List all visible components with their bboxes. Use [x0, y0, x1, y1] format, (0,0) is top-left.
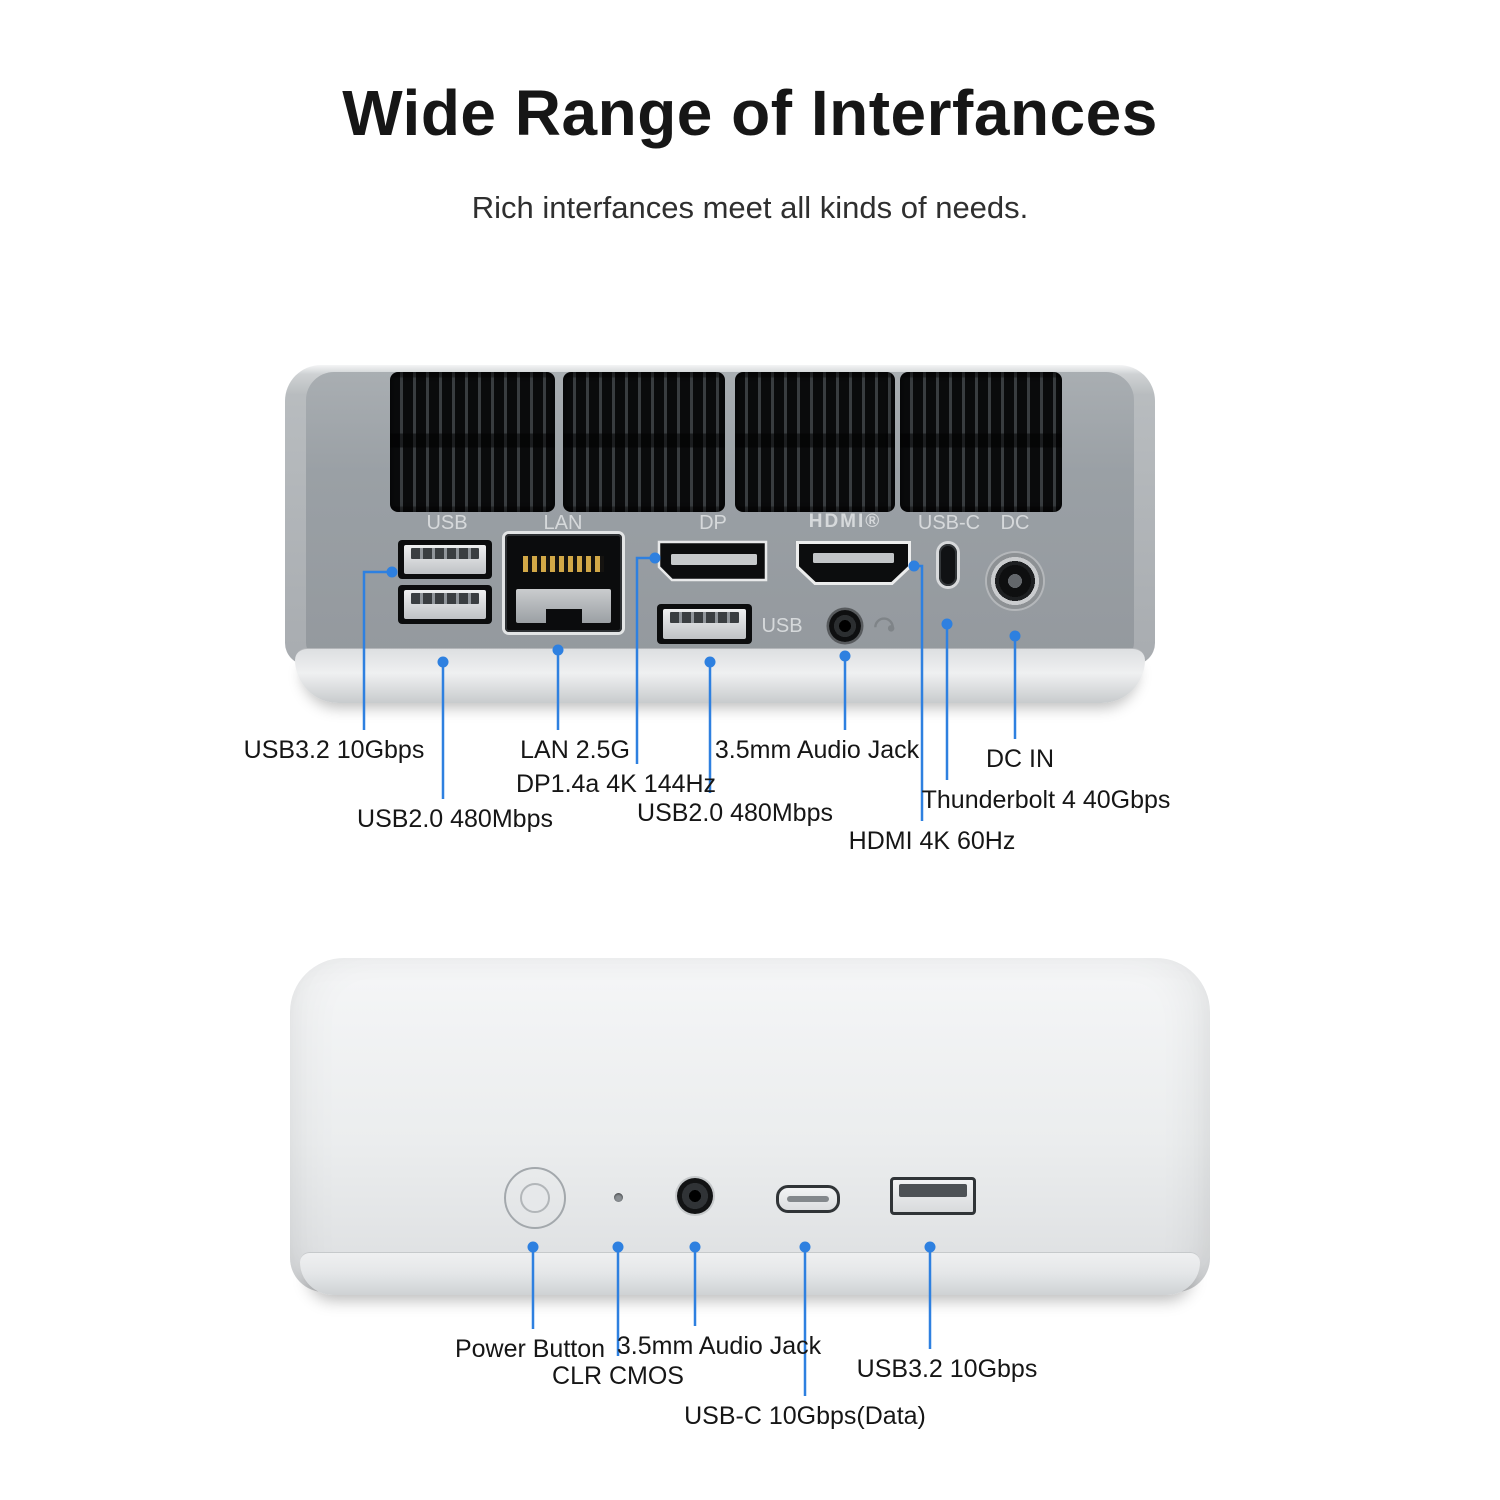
dp-tongue	[671, 554, 757, 565]
port-label-usb2: USB	[761, 615, 803, 637]
lan-clip-slot	[545, 609, 582, 623]
callout-label-thunderbolt: Thunderbolt 4 40Gbps	[921, 786, 1171, 814]
dc-jack	[987, 553, 1043, 609]
callout-label-lan: LAN 2.5G	[520, 736, 630, 764]
vent-grille	[735, 372, 895, 512]
usb-a-inner	[663, 609, 746, 639]
front-view-device	[290, 958, 1210, 1292]
vent-grille	[390, 372, 555, 512]
vent-grille	[900, 372, 1062, 512]
usb-a-port	[398, 585, 492, 624]
usb-a-tongue	[411, 593, 479, 604]
usb-a-port	[398, 540, 492, 579]
port-label-hdmi: HDMI®	[808, 511, 882, 532]
callout-label-dp: DP1.4a 4K 144Hz	[515, 770, 717, 798]
audio-jack	[677, 1178, 713, 1214]
callout-label-usb20-left: USB2.0 480Mbps	[357, 805, 553, 833]
clr-cmos-hole	[614, 1193, 623, 1202]
callout-label-audio-rear: 3.5mm Audio Jack	[714, 736, 920, 764]
port-label-lan: LAN	[543, 512, 583, 534]
dp-port	[657, 540, 768, 582]
page-subtitle: Rich interfances meet all kinds of needs…	[471, 190, 1029, 225]
front-device-base	[300, 1252, 1200, 1295]
usb-c-port	[939, 544, 957, 586]
callout-label-usbc-front: USB-C 10Gbps(Data)	[684, 1402, 926, 1430]
lan-port	[505, 534, 622, 632]
port-label-usbc: USB-C	[917, 512, 981, 534]
callout-label-usb20-mid: USB2.0 480Mbps	[637, 799, 833, 827]
power-button	[504, 1167, 566, 1229]
port-label-dp: DP	[699, 512, 727, 534]
callout-label-power: Power Button	[454, 1335, 606, 1363]
callout-label-usb32-front: USB3.2 10Gbps	[856, 1355, 1038, 1383]
usb-a-port	[657, 604, 752, 644]
headphone-icon	[874, 617, 895, 632]
usb-a-port	[890, 1177, 976, 1215]
usb-a-inner	[404, 545, 486, 574]
port-label-dc: DC	[1000, 512, 1030, 534]
audio-jack	[829, 610, 861, 642]
port-label-usb: USB	[426, 512, 468, 534]
lan-pins	[523, 556, 604, 572]
rear-device-base	[295, 648, 1145, 703]
callout-label-hdmi: HDMI 4K 60Hz	[848, 827, 1016, 855]
usb-a-inner	[404, 590, 486, 619]
callout-label-dc-in: DC IN	[985, 745, 1055, 773]
hdmi-tongue	[813, 553, 894, 563]
usb-a-tongue	[411, 548, 479, 559]
callout-label-usb32-rear: USB3.2 10Gbps	[243, 736, 425, 764]
hdmi-port	[796, 541, 911, 585]
usb-a-tongue	[670, 612, 739, 623]
callout-label-audio-front: 3.5mm Audio Jack	[616, 1332, 822, 1360]
callout-label-clr-cmos: CLR CMOS	[552, 1362, 684, 1390]
power-button-inner	[520, 1183, 550, 1213]
vent-grille	[563, 372, 725, 512]
usb-c-port	[776, 1185, 840, 1213]
page-title: Wide Range of Interfances	[342, 77, 1158, 149]
rear-view-device: USB LAN DP HDMI® USB-C DC USB	[285, 365, 1155, 665]
